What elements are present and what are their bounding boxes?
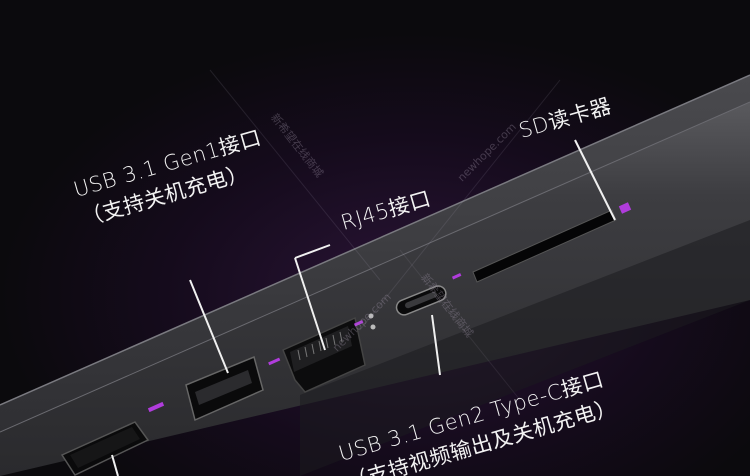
usb-icon xyxy=(268,357,281,366)
laptop-top-edge xyxy=(0,75,750,432)
hdmi-icon xyxy=(147,401,165,413)
watermark-rule xyxy=(209,69,381,281)
sd-icon xyxy=(618,202,632,214)
usb-c-icon xyxy=(451,273,462,280)
network-icon xyxy=(353,320,364,327)
laptop-panel-seam xyxy=(0,101,750,433)
callout-line-rj45 xyxy=(294,257,326,351)
usb-c-port xyxy=(395,273,462,316)
callout-line-sd xyxy=(574,139,616,221)
callout-line-usb31 xyxy=(189,279,229,374)
usb-a-port xyxy=(185,355,281,422)
laptop-side-panel xyxy=(0,102,750,476)
callout-line-usbc xyxy=(431,314,441,376)
laptop-top-highlight xyxy=(0,74,750,406)
led-indicator xyxy=(368,313,374,319)
watermark-rule xyxy=(359,79,561,331)
laptop-bottom-shadow xyxy=(300,220,750,476)
watermark-rule xyxy=(399,249,521,401)
sd-card-slot xyxy=(472,202,632,283)
rj45-port xyxy=(282,313,376,393)
led-indicator xyxy=(370,324,376,330)
hdmi-port xyxy=(60,401,165,476)
callout-line-hdmi xyxy=(111,454,119,476)
callout-line-rj45-h xyxy=(294,244,331,259)
